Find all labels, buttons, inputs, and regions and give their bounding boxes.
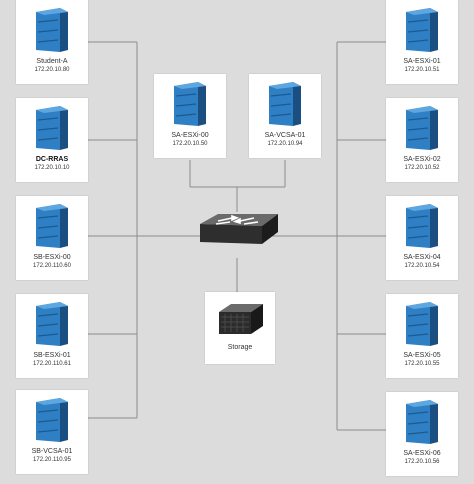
server-icon — [174, 82, 206, 126]
server-icon — [269, 82, 301, 126]
node-ip: 172.20.10.55 — [404, 361, 440, 367]
node-sa-esxi-02: SA-ESXi-02 172.20.10.52 — [386, 98, 458, 182]
node-sb-vcsa-01: SB-VCSA-01 172.20.110.95 — [16, 390, 88, 474]
server-icon — [406, 302, 438, 346]
node-sa-esxi-00: SA-ESXi-00 172.20.10.50 — [154, 74, 226, 158]
node-name: SA-ESXi-04 — [403, 254, 441, 261]
server-icon — [406, 204, 438, 248]
node-ip: 172.20.110.95 — [33, 457, 71, 463]
network-switch-icon — [200, 214, 278, 244]
node-name: SA-ESXi-05 — [403, 352, 441, 359]
server-icon — [406, 8, 438, 52]
server-icon — [36, 398, 68, 442]
node-ip: 172.20.10.51 — [404, 67, 440, 73]
node-name: SB-VCSA-01 — [31, 448, 73, 455]
node-ip: 172.20.10.80 — [34, 67, 70, 73]
node-name: SB-ESXi-01 — [33, 352, 71, 359]
node-ip: 172.20.10.94 — [267, 141, 303, 147]
node-sb-esxi-00: SB-ESXi-00 172.20.110.60 — [16, 196, 88, 280]
node-name: SB-ESXi-00 — [33, 254, 71, 261]
node-sa-esxi-06: SA-ESXi-06 172.20.10.56 — [386, 392, 458, 476]
node-name: SA-VCSA-01 — [264, 132, 306, 139]
node-ip: 172.20.10.52 — [404, 165, 440, 171]
server-icon — [36, 8, 68, 52]
node-sa-vcsa-01: SA-VCSA-01 172.20.10.94 — [249, 74, 321, 158]
node-ip: 172.20.10.50 — [172, 141, 208, 147]
server-icon — [36, 302, 68, 346]
node-name: SA-ESXi-00 — [171, 132, 209, 139]
node-sa-esxi-04: SA-ESXi-04 172.20.10.54 — [386, 196, 458, 280]
node-ip: 172.20.110.60 — [33, 263, 71, 269]
node-name: SA-ESXi-02 — [403, 156, 441, 163]
node-ip: 172.20.10.56 — [404, 459, 440, 465]
node-sa-esxi-05: SA-ESXi-05 172.20.10.55 — [386, 294, 458, 378]
server-icon — [406, 400, 438, 444]
node-ip: 172.20.110.61 — [33, 361, 71, 367]
node-name: DC-RRAS — [35, 156, 69, 163]
node-ip: 172.20.10.10 — [34, 165, 70, 171]
server-icon — [406, 106, 438, 150]
node-name: Storage — [227, 344, 253, 351]
node-sa-esxi-01: SA-ESXi-01 172.20.10.51 — [386, 0, 458, 84]
server-icon — [36, 106, 68, 150]
node-student-a: Student-A 172.20.10.80 — [16, 0, 88, 84]
storage-array-icon — [219, 304, 263, 334]
node-dc-rras: DC-RRAS 172.20.10.10 — [16, 98, 88, 182]
node-name: SA-ESXi-06 — [403, 450, 441, 457]
node-ip: 172.20.10.54 — [404, 263, 440, 269]
server-icon — [36, 204, 68, 248]
node-name: Student-A — [36, 58, 68, 65]
node-sb-esxi-01: SB-ESXi-01 172.20.110.61 — [16, 294, 88, 378]
node-storage: Storage — [205, 292, 275, 364]
node-name: SA-ESXi-01 — [403, 58, 441, 65]
